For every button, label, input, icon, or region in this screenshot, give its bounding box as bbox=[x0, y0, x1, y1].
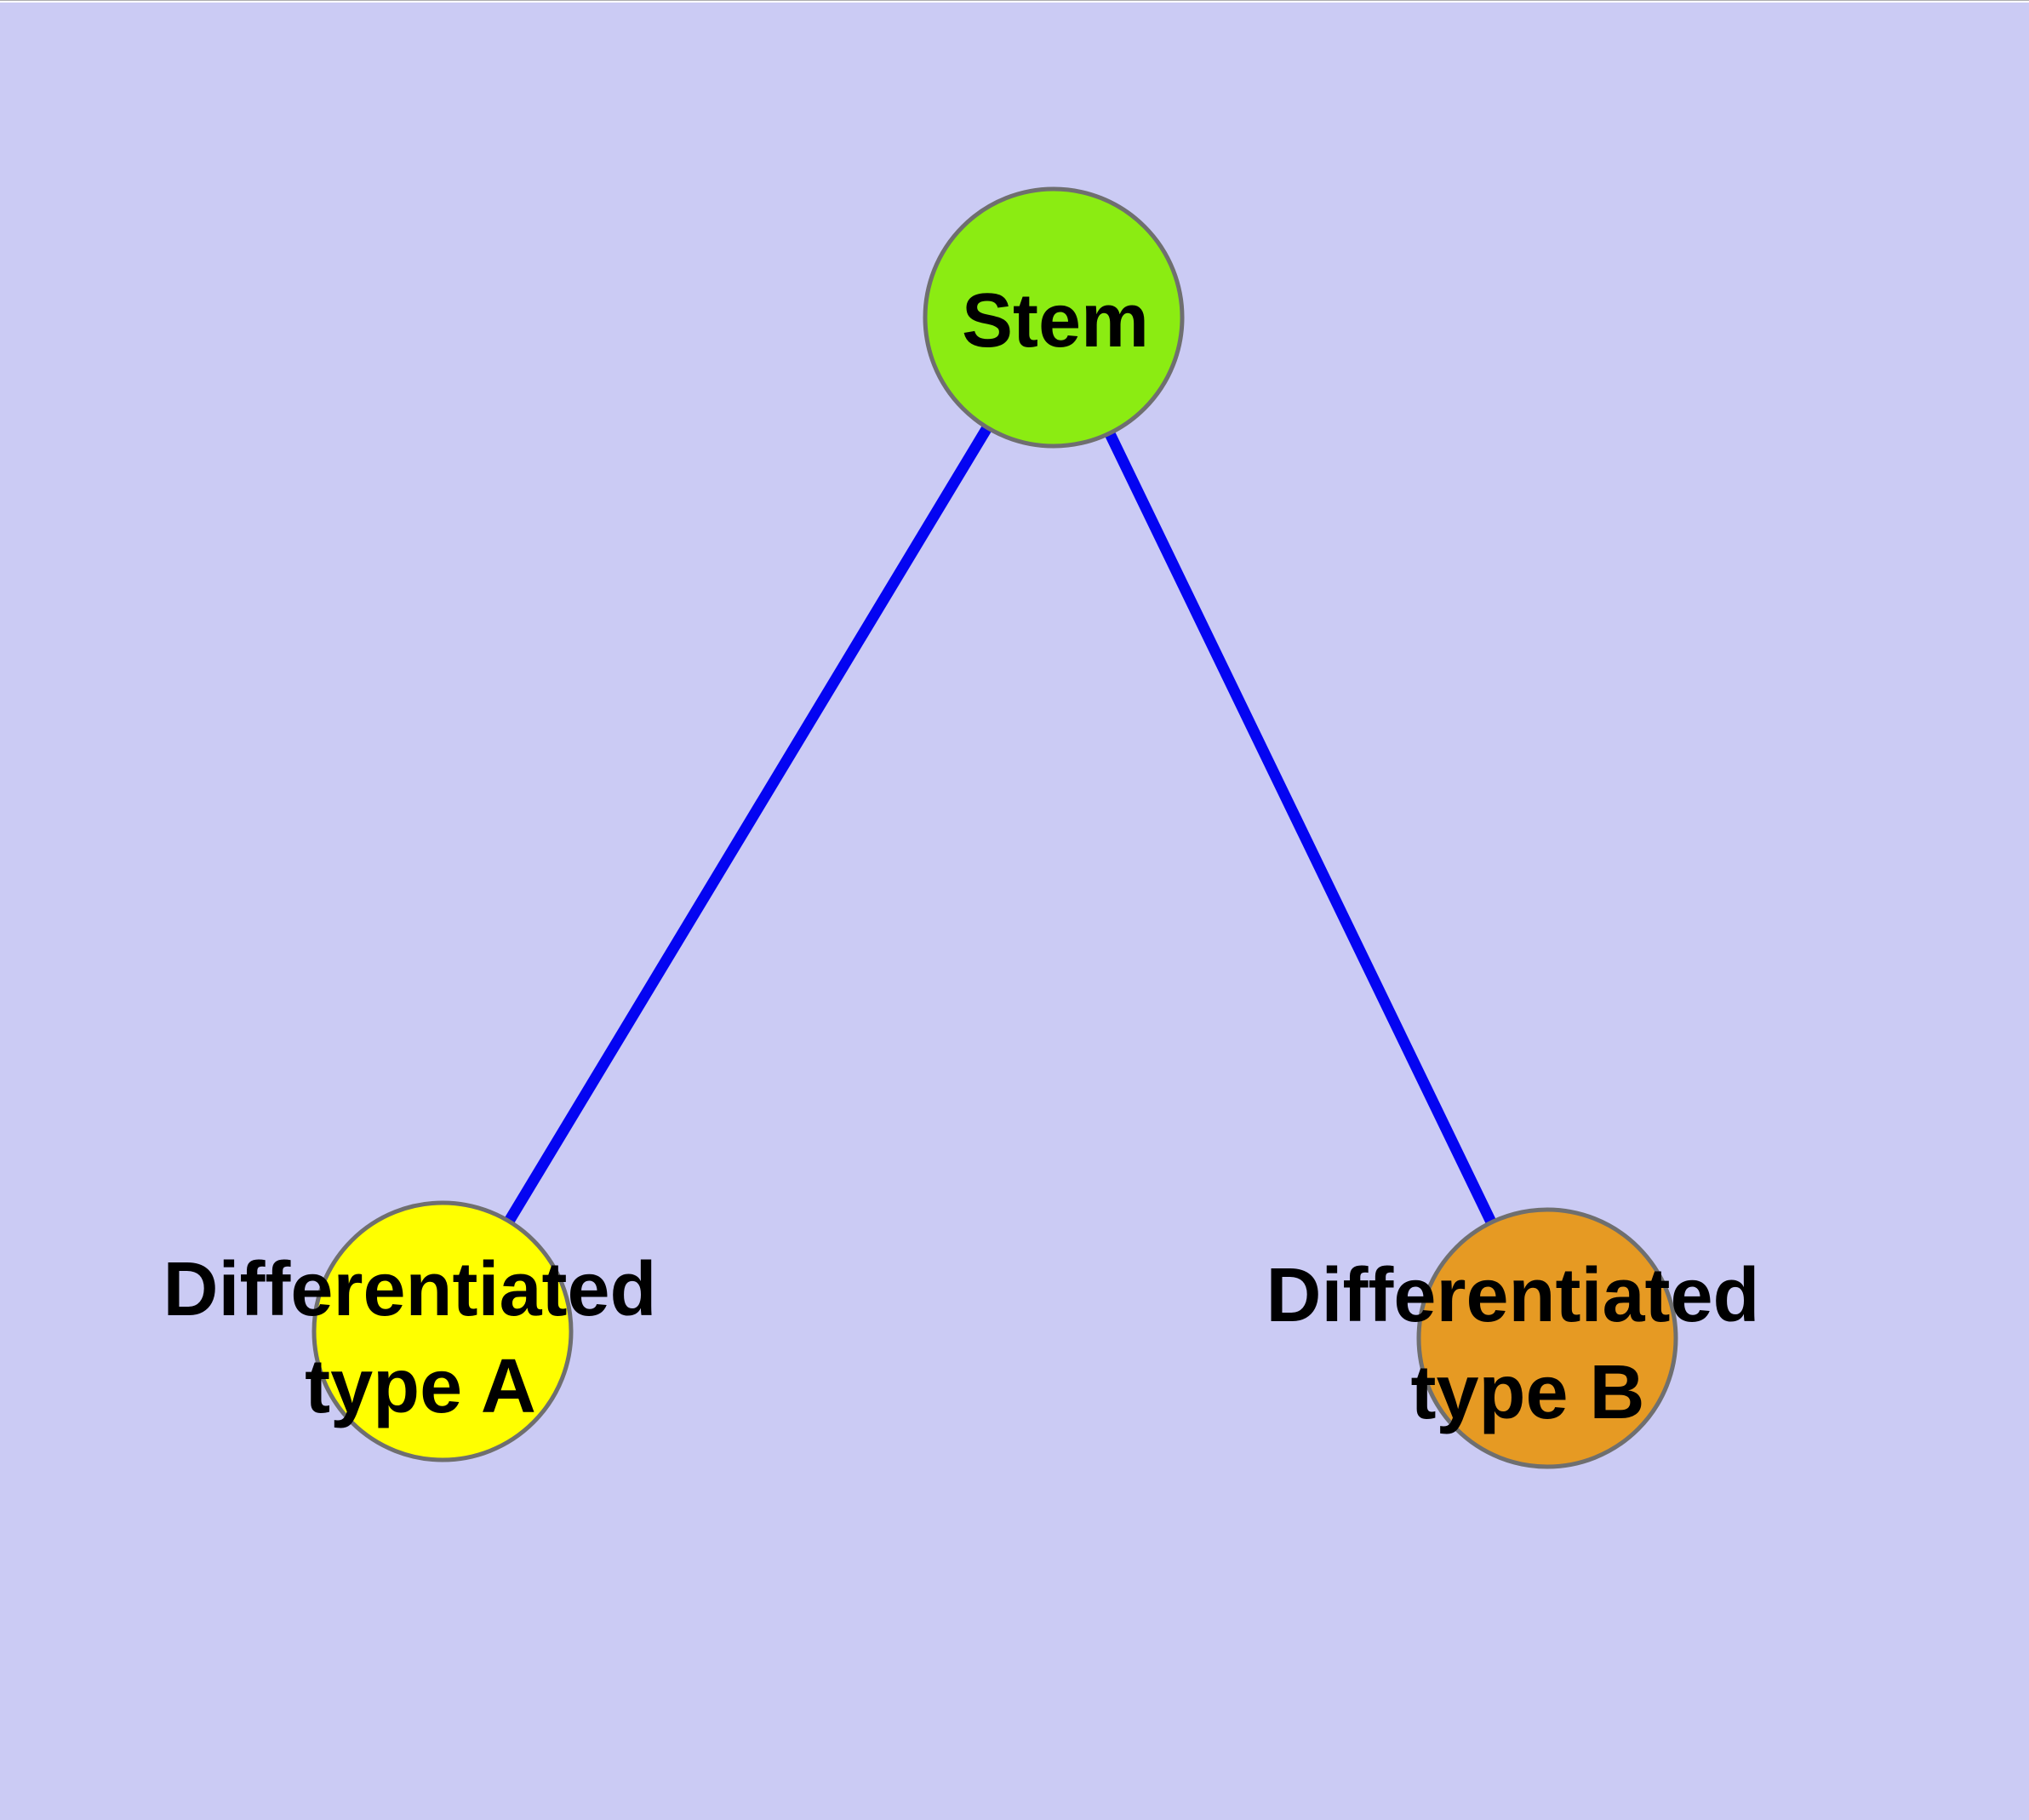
edge-stem-to-type-b[interactable] bbox=[1049, 315, 1552, 1341]
node-type-b-label-line2: type B bbox=[1410, 1350, 1644, 1435]
node-type-a-label-line2: type A bbox=[305, 1344, 536, 1429]
node-type-b-label-line1: Differentiated bbox=[1266, 1253, 1759, 1338]
node-differentiated-type-a[interactable] bbox=[311, 1200, 574, 1462]
top-hairline bbox=[0, 0, 2029, 1]
node-stem-label: Stem bbox=[962, 278, 1149, 363]
node-type-a-label: Differentiated type A bbox=[163, 1247, 677, 1429]
node-type-a-label-line1: Differentiated bbox=[163, 1247, 656, 1332]
node-differentiated-type-b[interactable] bbox=[1416, 1207, 1678, 1469]
node-stem[interactable] bbox=[923, 186, 1185, 449]
node-type-b-label: Differentiated type B bbox=[1266, 1253, 1780, 1435]
edge-stem-to-type-a[interactable] bbox=[437, 314, 1059, 1335]
top-margin-strip bbox=[0, 1, 2029, 3]
